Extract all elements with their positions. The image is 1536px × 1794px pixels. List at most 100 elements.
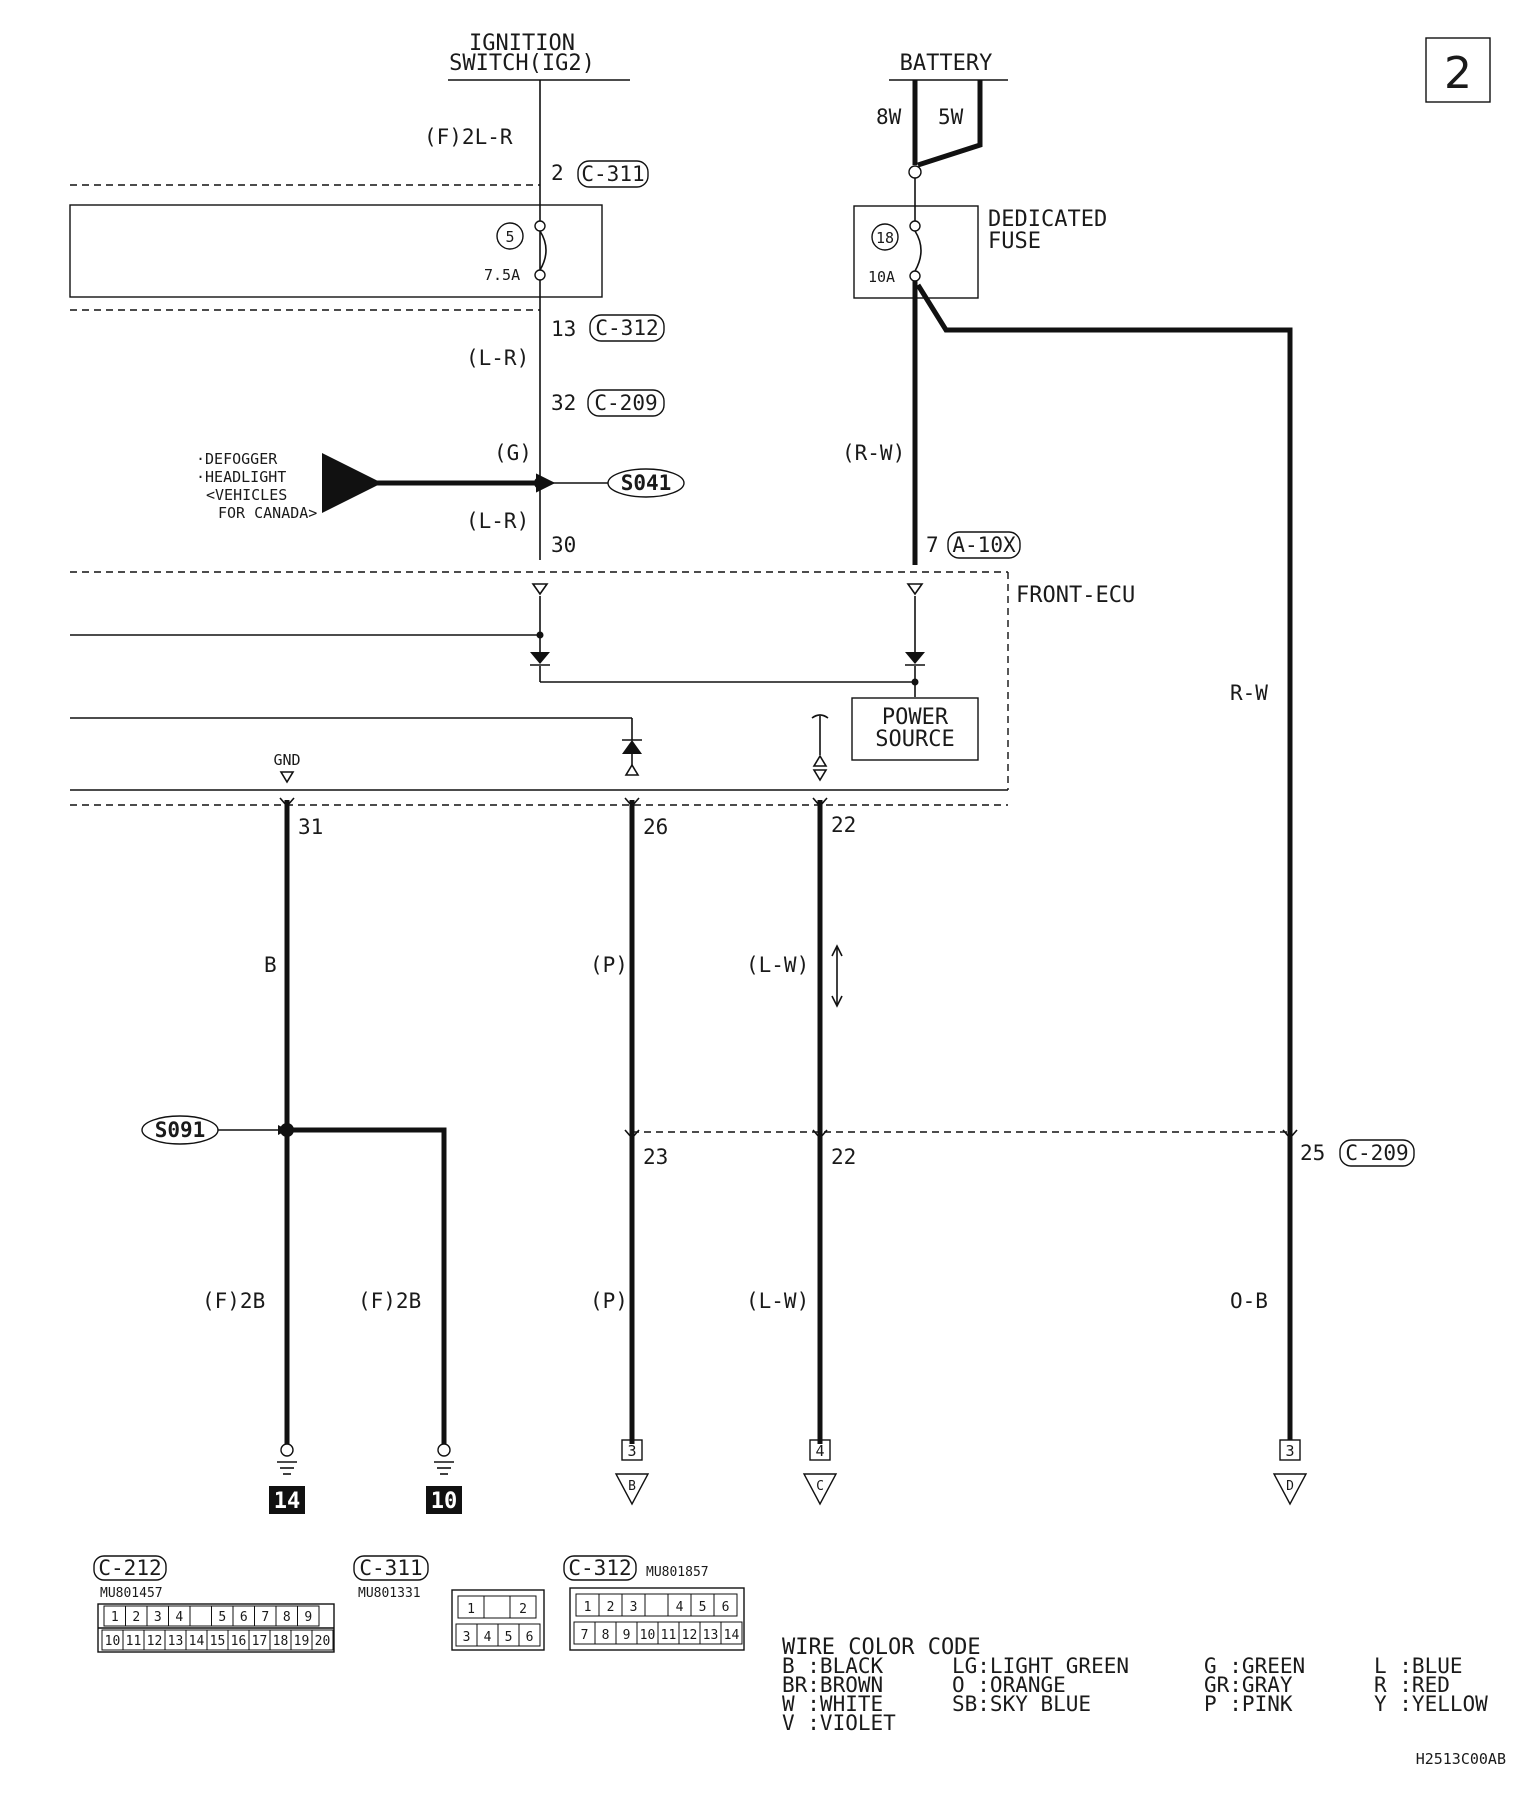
figure-code: H2513C00AB xyxy=(1416,1750,1506,1768)
connector-ref-c209-bottom: C-209 xyxy=(1339,1139,1415,1167)
svg-text:Y :YELLOW: Y :YELLOW xyxy=(1374,1692,1488,1716)
svg-text:B: B xyxy=(628,1479,636,1494)
connector-pin-number: 9 xyxy=(304,1610,312,1625)
svg-text:MU801331: MU801331 xyxy=(358,1586,421,1601)
wire-label-p-upper: (P) xyxy=(590,953,628,977)
svg-text:V :VIOLET: V :VIOLET xyxy=(782,1711,896,1735)
wire-label-f-2b-left: (F)2B xyxy=(202,1289,265,1313)
svg-text:S041: S041 xyxy=(621,471,672,495)
wire-label-p-lower: (P) xyxy=(590,1289,628,1313)
wire-label-l-r-upper: (L-R) xyxy=(466,346,529,370)
connector-pin-number: 5 xyxy=(699,1600,707,1615)
svg-text:FOR CANADA>: FOR CANADA> xyxy=(218,504,317,522)
svg-text:18: 18 xyxy=(876,229,894,247)
pin-23: 23 xyxy=(643,1145,668,1169)
connector-cavity xyxy=(189,1605,212,1627)
connector-ref-c312: C-312 xyxy=(589,314,665,342)
connector-pin-number: 7 xyxy=(581,1628,589,1643)
pin-2: 2 xyxy=(551,161,564,185)
wire-label-g: (G) xyxy=(494,441,532,465)
pin-22-bottom: 22 xyxy=(831,1145,856,1169)
connector-pin-number: 20 xyxy=(315,1634,331,1649)
connector-pin-number: 6 xyxy=(526,1630,534,1645)
connector-pin-number: 3 xyxy=(463,1630,471,1645)
ref-terminal-b: 3 B xyxy=(614,1439,650,1506)
dedicated-fuse-block: 18 10A DEDICATED FUSE xyxy=(853,178,1107,299)
ref-terminal-d: 3 D xyxy=(1272,1439,1308,1506)
dedicated-fuse-line2: FUSE xyxy=(988,229,1041,254)
svg-text:B :BLACK: B :BLACK xyxy=(782,1654,884,1678)
connector-pin-number: 19 xyxy=(294,1634,310,1649)
wire-color-code: WIRE COLOR CODE B :BLACK BR:BROWN W :WHI… xyxy=(782,1635,1488,1735)
power-source-box: POWER SOURCE xyxy=(851,697,979,761)
connector-pin-number: 6 xyxy=(722,1600,730,1615)
ignition-label-line1: IGNITION xyxy=(469,31,575,56)
connector-pin-number: 8 xyxy=(602,1628,610,1643)
pin-30: 30 xyxy=(551,533,576,557)
svg-text:A-10X: A-10X xyxy=(952,533,1016,557)
connector-pin-number: 15 xyxy=(210,1634,226,1649)
connector-pin-number: 11 xyxy=(661,1628,677,1643)
svg-text:W :WHITE: W :WHITE xyxy=(782,1692,883,1716)
pin-7: 7 xyxy=(926,533,939,557)
connector-pin-number: 10 xyxy=(105,1634,121,1649)
svg-text:3: 3 xyxy=(627,1442,636,1460)
svg-text:C-212: C-212 xyxy=(98,1556,161,1580)
connector-pin-number: 2 xyxy=(607,1600,615,1615)
svg-text:P :PINK: P :PINK xyxy=(1204,1692,1293,1716)
wire-label-l-w-upper: (L-W) xyxy=(746,953,809,977)
svg-text:LG:LIGHT GREEN: LG:LIGHT GREEN xyxy=(952,1654,1129,1678)
svg-text:C: C xyxy=(816,1479,824,1494)
dedicated-fuse-line1: DEDICATED xyxy=(988,207,1107,232)
connector-pin-number: 16 xyxy=(231,1634,247,1649)
battery-wire-8w: 8W xyxy=(876,105,902,129)
svg-text:SB:SKY BLUE: SB:SKY BLUE xyxy=(952,1692,1091,1716)
page-number-box: 2 xyxy=(1425,37,1491,103)
connector-pin-number: 3 xyxy=(154,1610,162,1625)
pin-32: 32 xyxy=(551,391,576,415)
svg-text:C-312: C-312 xyxy=(595,316,658,340)
svg-text:C-209: C-209 xyxy=(594,391,657,415)
wire-label-f-2l-r: (F)2L-R xyxy=(424,125,513,149)
connector-pin-number: 14 xyxy=(724,1628,740,1643)
wire-label-r-w: R-W xyxy=(1230,681,1268,705)
fuse-5: 5 7.5A xyxy=(484,220,547,284)
connector-ref-c311: C-311 xyxy=(577,160,649,188)
wire-label-b: B xyxy=(264,953,277,977)
svg-text:3: 3 xyxy=(1285,1442,1294,1460)
connector-pin-number: 4 xyxy=(676,1600,684,1615)
svg-text:L :BLUE: L :BLUE xyxy=(1374,1654,1463,1678)
connector-pin-number: 7 xyxy=(261,1610,269,1625)
fuse-5-rating: 7.5A xyxy=(484,266,520,284)
pin-25: 25 xyxy=(1300,1141,1325,1165)
svg-text:4: 4 xyxy=(815,1442,824,1460)
defogger-headlight-note: ·DEFOGGER ·HEADLIGHT <VEHICLES FOR CANAD… xyxy=(196,450,317,522)
connector-cavity xyxy=(644,1593,669,1617)
svg-text:MU801457: MU801457 xyxy=(100,1586,163,1601)
svg-text:GR:GRAY: GR:GRAY xyxy=(1204,1673,1293,1697)
connector-pin-number: 8 xyxy=(283,1610,291,1625)
svg-text:C-311: C-311 xyxy=(359,1556,422,1580)
splice-s091: S091 xyxy=(141,1115,219,1145)
svg-text:S091: S091 xyxy=(155,1118,206,1142)
connector-pin-number: 11 xyxy=(126,1634,142,1649)
connector-pin-number: 5 xyxy=(505,1630,513,1645)
ground-terminal-10: 10 xyxy=(426,1443,462,1514)
svg-text:10: 10 xyxy=(431,1489,458,1514)
connector-pin-number: 4 xyxy=(175,1610,183,1625)
wire-label-r-w-paren: (R-W) xyxy=(842,441,905,465)
front-ecu-label: FRONT-ECU xyxy=(1016,583,1135,608)
connector-pin-number: 2 xyxy=(519,1602,527,1617)
gnd-label: GND xyxy=(273,751,300,769)
connector-pin-number: 17 xyxy=(252,1634,268,1649)
connector-pin-number: 12 xyxy=(147,1634,163,1649)
page-number: 2 xyxy=(1444,48,1472,99)
connector-cavity xyxy=(713,1593,738,1617)
connector-pin-number: 3 xyxy=(630,1600,638,1615)
svg-text:D: D xyxy=(1286,1479,1294,1494)
svg-text:C-311: C-311 xyxy=(581,162,644,186)
connector-cavity xyxy=(311,1629,334,1651)
battery-label: BATTERY xyxy=(900,51,993,76)
connector-cavity xyxy=(509,1595,537,1619)
